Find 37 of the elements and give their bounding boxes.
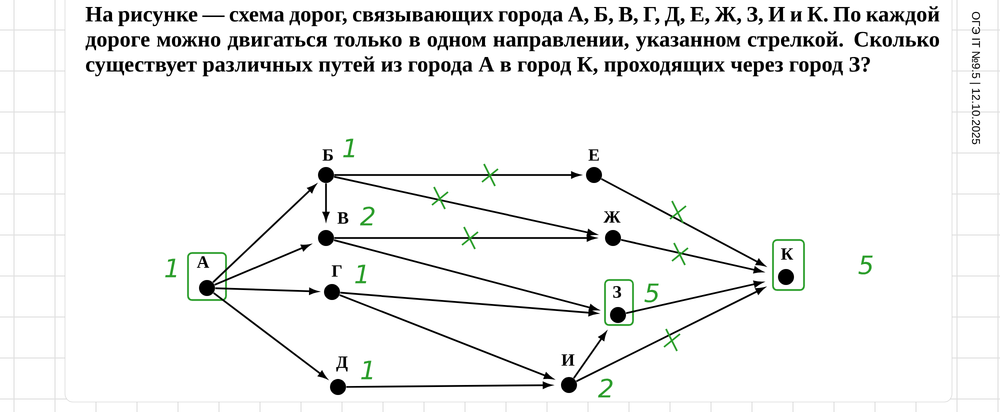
city-name: И	[562, 354, 574, 366]
arrow	[334, 172, 580, 178]
handwritten-count: 5	[858, 256, 873, 274]
city-name: Ж	[603, 211, 621, 223]
arrow	[334, 239, 598, 312]
city-name: Б	[322, 149, 333, 161]
handwritten-count: 2	[360, 206, 374, 226]
handwritten-count: 1	[361, 360, 372, 380]
arrow	[346, 382, 552, 389]
handwritten-count: 1	[343, 138, 354, 158]
handwritten-count: 5	[644, 284, 659, 302]
arrow	[340, 292, 598, 316]
arrow	[214, 244, 310, 286]
arrow	[626, 280, 763, 314]
handwritten-count: 1	[355, 264, 366, 284]
city-name: К	[781, 248, 794, 260]
side-note: ОГЭ IT №9.5 | 12.10.2025	[970, 12, 980, 144]
arrow	[322, 183, 330, 221]
arrow	[573, 332, 606, 379]
arrow	[213, 292, 327, 379]
arrow	[215, 287, 318, 295]
arrow	[600, 178, 765, 266]
arrow	[576, 287, 765, 382]
arrow	[334, 176, 596, 236]
arrow	[334, 234, 596, 242]
city-name: Д	[336, 356, 348, 372]
handwritten-count: 2	[598, 378, 612, 398]
city-name: А	[196, 256, 210, 268]
arrow	[339, 294, 553, 380]
arrow	[620, 238, 763, 274]
city-name: Г	[332, 265, 342, 277]
arrow	[212, 184, 316, 283]
question-text: На рисунке — схема дорог, связывающих города А, Б, В, Г, Д, Е, Ж, З, И и К. По каждой дороге можно двигаться только в одном направлении, указанном стрелкой. Сколько существует различных путей из города А в город К, проходящих через город З?	[86, 6, 940, 76]
city-name: З	[613, 286, 622, 298]
city-name: В	[338, 212, 348, 224]
city-name: Е	[588, 149, 599, 161]
handwritten-count: 1	[165, 258, 176, 278]
